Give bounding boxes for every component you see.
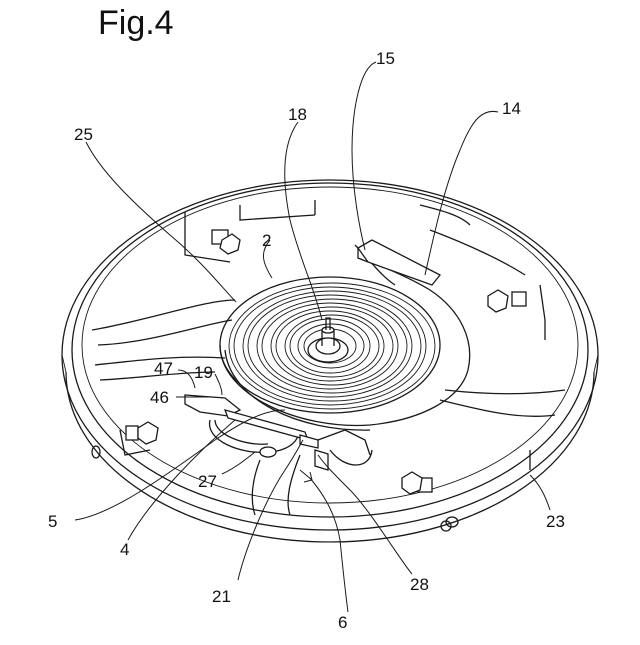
label-19: 19	[194, 363, 213, 382]
label-5: 5	[48, 512, 57, 531]
label-18: 18	[288, 105, 307, 124]
label-23: 23	[546, 512, 565, 531]
screw-top-left	[212, 230, 240, 254]
label-46: 46	[150, 388, 169, 407]
screw-bottom-right	[402, 472, 432, 494]
label-47: 47	[154, 359, 173, 378]
regulator	[185, 395, 372, 470]
label-27: 27	[198, 472, 217, 491]
label-21: 21	[212, 587, 231, 606]
reference-numerals: 15 18 14 25 2 47 19 46 27 5 4 21 28 6 23	[48, 49, 565, 632]
collet	[308, 318, 348, 362]
label-25: 25	[74, 125, 93, 144]
screw-left	[126, 422, 158, 444]
label-6: 6	[338, 613, 347, 632]
label-28: 28	[410, 575, 429, 594]
label-4: 4	[120, 540, 129, 559]
label-14: 14	[502, 99, 521, 118]
label-2: 2	[262, 231, 271, 250]
label-15: 15	[376, 49, 395, 68]
figure-title: Fig.4	[98, 4, 174, 43]
screw-right	[488, 290, 526, 312]
